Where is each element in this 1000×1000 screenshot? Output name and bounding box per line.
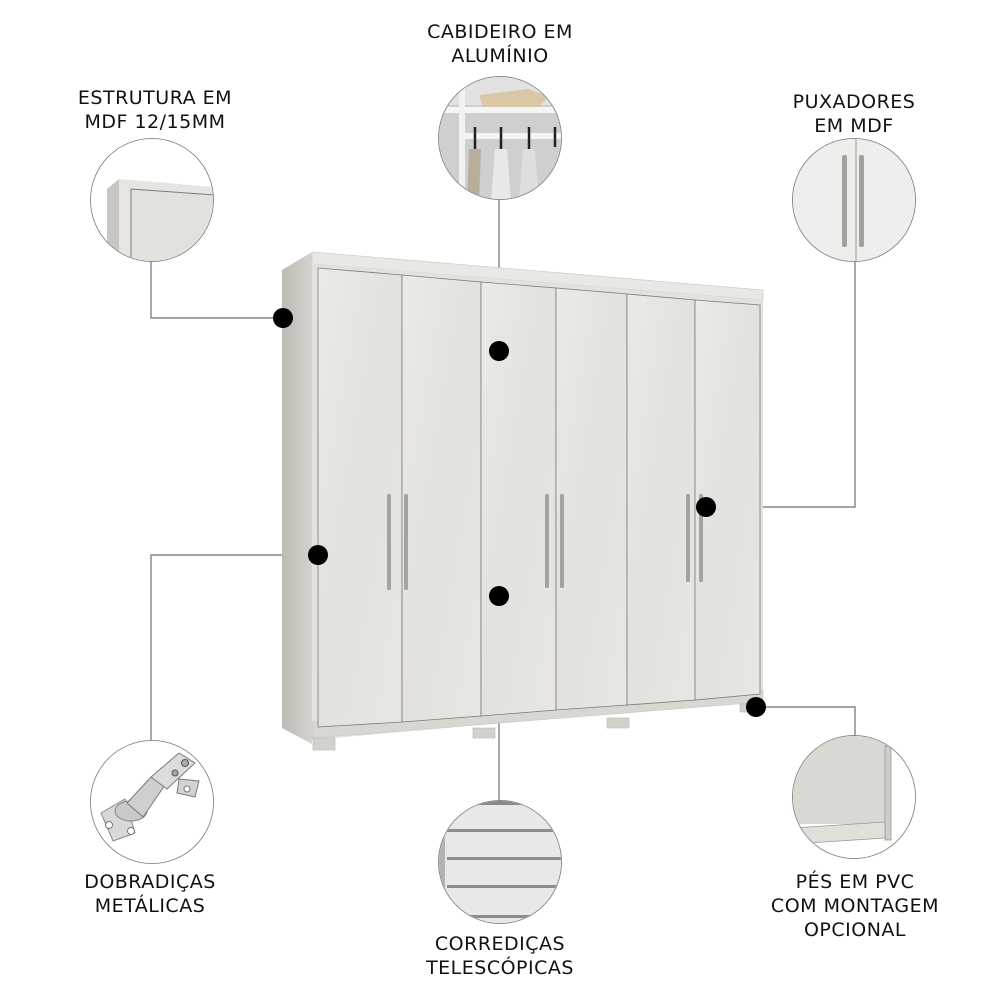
label-line: MDF 12/15MM: [84, 111, 226, 133]
door-handles-icon: [793, 139, 915, 261]
marker-dot-cabideiro: [489, 341, 509, 361]
pvc-feet-icon: [793, 736, 915, 858]
label-line: PÉS EM PVC: [795, 871, 915, 893]
label-line: EM MDF: [814, 115, 894, 137]
label-line: CORREDIÇAS: [434, 933, 566, 955]
label-cabideiro: CABIDEIRO EM ALUMÍNIO: [400, 20, 600, 68]
marker-dot-corredicas: [489, 586, 509, 606]
label-line: TELESCÓPICAS: [426, 957, 574, 979]
cabinet-corner-icon: [91, 139, 213, 261]
metal-hinge-icon: [91, 741, 213, 863]
marker-dot-estrutura: [273, 308, 293, 328]
label-estrutura: ESTRUTURA EM MDF 12/15MM: [55, 86, 255, 134]
label-line: PUXADORES: [792, 91, 916, 113]
detail-circle-puxadores: [792, 138, 916, 262]
label-puxadores: PUXADORES EM MDF: [754, 90, 954, 138]
detail-circle-dobradicas: [90, 740, 214, 864]
detail-circle-corredicas: [438, 800, 562, 924]
label-line: DOBRADIÇAS: [84, 871, 216, 893]
label-line: METÁLICAS: [94, 895, 206, 917]
marker-dot-puxadores: [696, 497, 716, 517]
label-corredicas: CORREDIÇAS TELESCÓPICAS: [400, 932, 600, 980]
detail-circle-pes: [792, 735, 916, 859]
label-line: CABIDEIRO EM: [427, 21, 573, 43]
hanging-rail-icon: [439, 77, 561, 199]
drawers-icon: [439, 801, 561, 923]
label-line: ESTRUTURA EM: [77, 87, 233, 109]
detail-circle-cabideiro: [438, 76, 562, 200]
label-line: OPCIONAL: [803, 919, 907, 941]
marker-dot-dobradicas: [308, 545, 328, 565]
marker-dot-pes: [746, 697, 766, 717]
label-pes: PÉS EM PVC COM MONTAGEM OPCIONAL: [740, 870, 970, 942]
label-dobradicas: DOBRADIÇAS METÁLICAS: [50, 870, 250, 918]
detail-circle-estrutura: [90, 138, 214, 262]
label-line: COM MONTAGEM: [770, 895, 940, 917]
label-line: ALUMÍNIO: [451, 45, 549, 67]
